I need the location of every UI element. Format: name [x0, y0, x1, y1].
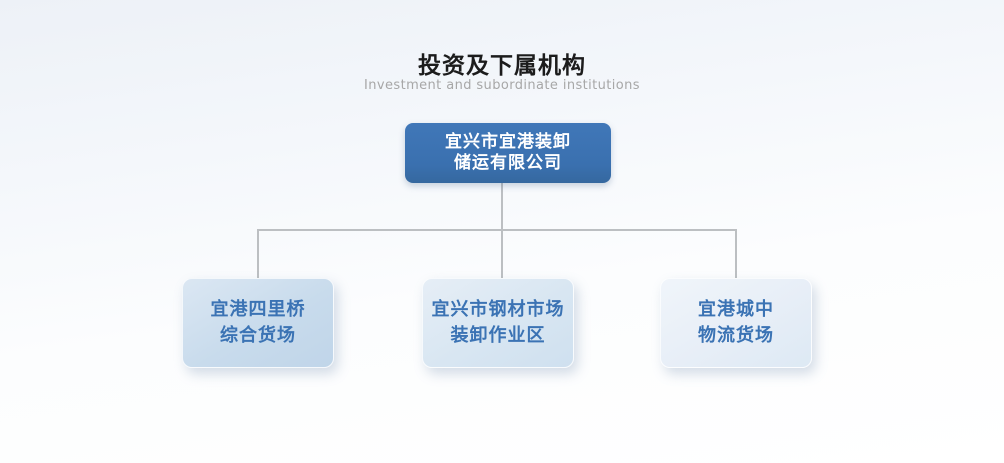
org-node-root-label-line2: 储运有限公司 — [454, 153, 562, 173]
connector-drop-middle — [501, 230, 503, 278]
org-node-label-line2: 物流货场 — [698, 325, 774, 346]
page-title: 投资及下属机构 — [418, 53, 586, 79]
org-node-root-label-line1: 宜兴市宜港装卸 — [445, 132, 571, 152]
org-node-label-line1: 宜港城中 — [698, 299, 774, 320]
org-node-label-line1: 宜兴市钢材市场 — [431, 299, 565, 320]
org-node-root: 宜兴市宜港装卸 储运有限公司 — [405, 123, 611, 183]
org-node-label-line2: 装卸作业区 — [450, 325, 546, 346]
org-node-child-steel-market: 宜兴市钢材市场 装卸作业区 — [422, 278, 574, 368]
org-node-child-siliqiao: 宜港四里桥 综合货场 — [182, 278, 334, 368]
connector-horizontal — [257, 229, 737, 231]
connector-drop-right — [735, 230, 737, 278]
page-subtitle: Investment and subordinate institutions — [364, 78, 640, 93]
connector-root-stem — [501, 183, 503, 230]
org-node-label-line1: 宜港四里桥 — [210, 299, 306, 320]
org-node-label-line2: 综合货场 — [220, 325, 296, 346]
org-node-child-chengzhong: 宜港城中 物流货场 — [660, 278, 812, 368]
connector-drop-left — [257, 230, 259, 278]
